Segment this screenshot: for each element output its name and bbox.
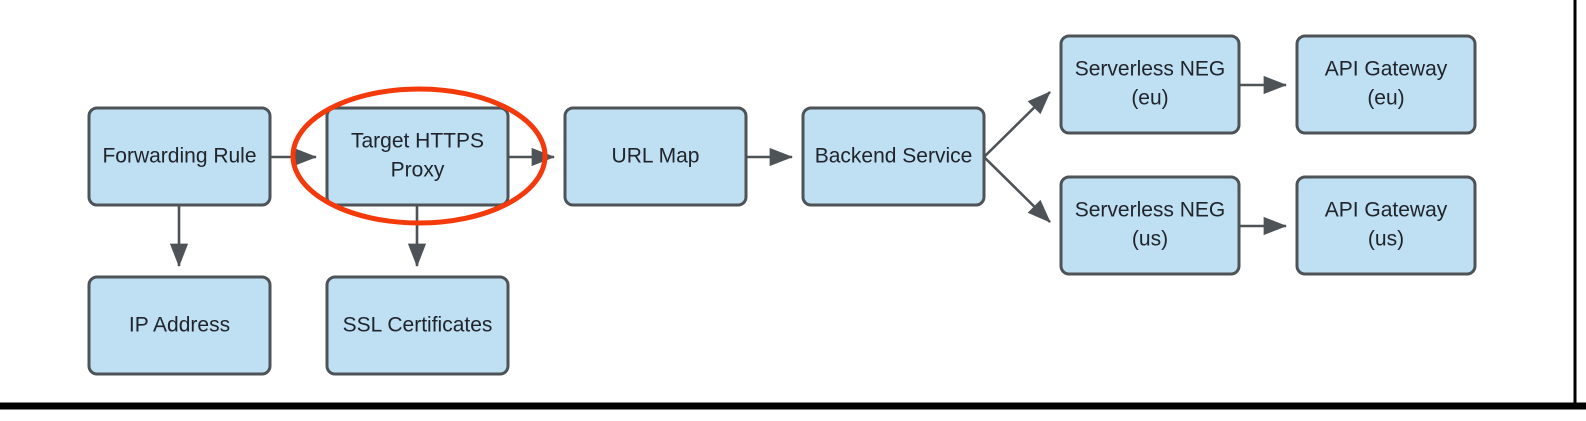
node-serverless-neg-eu-label-line2: (eu) bbox=[1131, 87, 1168, 110]
node-serverless-neg-us-shape[interactable] bbox=[1059, 175, 1241, 276]
node-api-gateway-us-label-line1: API Gateway bbox=[1325, 199, 1448, 222]
nodes-layer: Forwarding Rule Target HTTPS Proxy URL M… bbox=[87, 34, 1477, 376]
node-forwarding-rule[interactable]: Forwarding Rule bbox=[87, 106, 272, 207]
node-url-map-label: URL Map bbox=[612, 145, 700, 168]
node-forwarding-rule-shape[interactable] bbox=[87, 106, 272, 207]
node-serverless-neg-us[interactable]: Serverless NEG (us) bbox=[1059, 175, 1241, 276]
node-ip-address-label: IP Address bbox=[129, 314, 230, 337]
node-url-map-shape[interactable] bbox=[563, 106, 748, 207]
node-ip-address-shape[interactable] bbox=[87, 275, 272, 376]
node-ssl-certificates[interactable]: SSL Certificates bbox=[325, 275, 510, 376]
node-backend-service-label: Backend Service bbox=[815, 145, 973, 168]
node-backend-service[interactable]: Backend Service bbox=[801, 106, 986, 207]
node-ssl-certificates-shape[interactable] bbox=[325, 275, 510, 376]
node-api-gateway-eu-label-line1: API Gateway bbox=[1325, 58, 1448, 81]
node-forwarding-rule-label: Forwarding Rule bbox=[102, 145, 256, 168]
node-serverless-neg-eu[interactable]: Serverless NEG (eu) bbox=[1059, 34, 1241, 135]
node-serverless-neg-us-label-line2: (us) bbox=[1132, 228, 1168, 251]
edge-backend-service-to-serverless-neg-us bbox=[983, 156, 1051, 223]
node-serverless-neg-eu-shape[interactable] bbox=[1059, 34, 1241, 135]
node-url-map[interactable]: URL Map bbox=[563, 106, 748, 207]
node-target-https-proxy-label-line2: Proxy bbox=[391, 159, 445, 182]
node-target-https-proxy[interactable]: Target HTTPS Proxy bbox=[325, 106, 510, 207]
node-ip-address[interactable]: IP Address bbox=[87, 275, 272, 376]
node-serverless-neg-us-label-line1: Serverless NEG bbox=[1075, 199, 1226, 222]
node-api-gateway-eu-label-line2: (eu) bbox=[1367, 87, 1404, 110]
node-api-gateway-eu[interactable]: API Gateway (eu) bbox=[1295, 34, 1477, 135]
node-backend-service-shape[interactable] bbox=[801, 106, 986, 207]
node-target-https-proxy-shape[interactable] bbox=[325, 106, 510, 207]
edge-backend-service-to-serverless-neg-eu bbox=[983, 91, 1051, 158]
edges-layer bbox=[169, 75, 1288, 268]
node-api-gateway-us-shape[interactable] bbox=[1295, 175, 1477, 276]
node-api-gateway-us-label-line2: (us) bbox=[1368, 228, 1404, 251]
node-api-gateway-us[interactable]: API Gateway (us) bbox=[1295, 175, 1477, 276]
node-ssl-certificates-label: SSL Certificates bbox=[343, 314, 493, 337]
node-api-gateway-eu-shape[interactable] bbox=[1295, 34, 1477, 135]
node-serverless-neg-eu-label-line1: Serverless NEG bbox=[1075, 58, 1226, 81]
highlight-ellipse-target-https-proxy bbox=[290, 86, 548, 226]
node-target-https-proxy-label-line1: Target HTTPS bbox=[351, 130, 484, 153]
